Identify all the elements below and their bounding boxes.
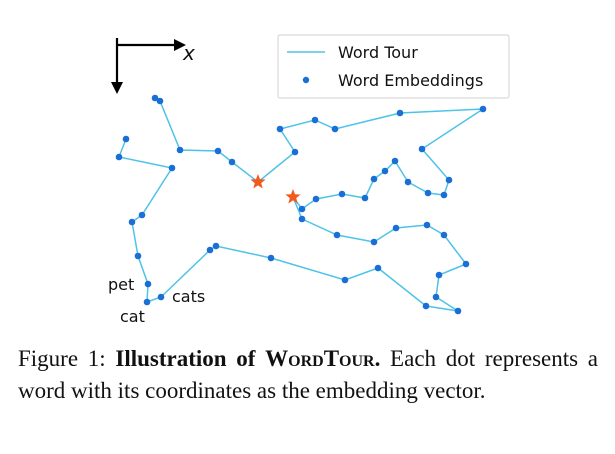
- word-tour-path: [117, 97, 486, 312]
- word-embedding-point: [392, 224, 400, 232]
- word-embedding-point: [291, 148, 299, 156]
- word-embedding-point: [424, 189, 432, 197]
- word-embedding-point: [440, 231, 448, 239]
- word-labels: pet cats cat: [108, 275, 205, 326]
- word-embedding-point: [128, 218, 136, 226]
- word-embedding-point: [396, 109, 404, 117]
- word-embedding-point: [422, 302, 430, 310]
- word-embedding-point: [156, 97, 164, 105]
- word-embedding-point: [440, 191, 448, 199]
- endpoint-star-icon: [250, 174, 266, 189]
- word-embedding-point: [370, 238, 378, 246]
- word-label-cat: cat: [120, 307, 145, 326]
- word-label-pet: pet: [108, 275, 134, 294]
- legend-dot-swatch: [302, 76, 310, 84]
- word-embedding-point: [333, 231, 341, 239]
- word-embedding-point: [454, 307, 462, 315]
- word-embedding-point: [374, 264, 382, 272]
- word-embedding-point: [312, 195, 320, 203]
- word-tour-figure: x Word Tour Word Embeddings pet cats cat: [108, 34, 510, 326]
- word-label-cats: cats: [172, 287, 205, 306]
- word-embedding-point: [176, 146, 184, 154]
- word-embedding-point: [338, 190, 346, 198]
- word-embedding-point: [479, 105, 487, 113]
- word-embedding-point: [143, 298, 151, 306]
- word-embedding-point: [168, 164, 176, 172]
- axis-arrows: [111, 38, 186, 94]
- word-embedding-point: [370, 175, 378, 183]
- legend-entry-word-embeddings: Word Embeddings: [338, 71, 483, 90]
- word-embedding-point: [381, 167, 389, 175]
- legend: Word Tour Word Embeddings: [277, 34, 510, 99]
- word-embedding-point: [298, 215, 306, 223]
- word-embedding-point: [331, 125, 339, 133]
- tour-layer: [115, 94, 487, 315]
- x-axis-label: x: [182, 41, 195, 65]
- word-embedding-point: [432, 293, 440, 301]
- caption-title: Illustration of WordTour.: [115, 346, 380, 371]
- word-embedding-point: [311, 116, 319, 124]
- word-embedding-point: [138, 211, 146, 219]
- word-embedding-point: [276, 125, 284, 133]
- word-embedding-point: [157, 293, 165, 301]
- caption-method-name: WordTour: [265, 346, 375, 371]
- word-embedding-point: [206, 246, 214, 254]
- word-embedding-point: [404, 178, 412, 186]
- word-embedding-point: [115, 153, 123, 161]
- word-embedding-point: [298, 205, 306, 213]
- word-embedding-point: [267, 254, 275, 262]
- caption-body: Each dot represents a word with its coor…: [18, 346, 598, 403]
- word-embedding-point: [418, 145, 426, 153]
- word-embedding-point: [144, 280, 152, 288]
- word-embedding-point: [151, 94, 159, 102]
- caption-figure-number: Figure 1:: [18, 346, 116, 371]
- word-embedding-point: [134, 252, 142, 260]
- word-embedding-point: [361, 194, 369, 202]
- word-embedding-point: [423, 221, 431, 229]
- caption-title-period: .: [374, 346, 381, 371]
- legend-entry-word-tour: Word Tour: [338, 43, 418, 62]
- word-embedding-point: [214, 147, 222, 155]
- caption-title-prefix: Illustration of: [115, 346, 266, 371]
- word-embedding-point: [341, 276, 349, 284]
- endpoint-star-icon: [285, 189, 301, 204]
- word-embedding-point: [462, 260, 470, 268]
- word-embedding-point: [435, 271, 443, 279]
- word-embedding-point: [122, 135, 130, 143]
- word-embedding-point: [391, 157, 399, 165]
- figure-caption: Figure 1: Illustration of WordTour. Each…: [18, 343, 598, 407]
- word-embedding-point: [212, 242, 220, 250]
- word-embedding-point: [445, 176, 453, 184]
- word-embedding-point: [228, 158, 236, 166]
